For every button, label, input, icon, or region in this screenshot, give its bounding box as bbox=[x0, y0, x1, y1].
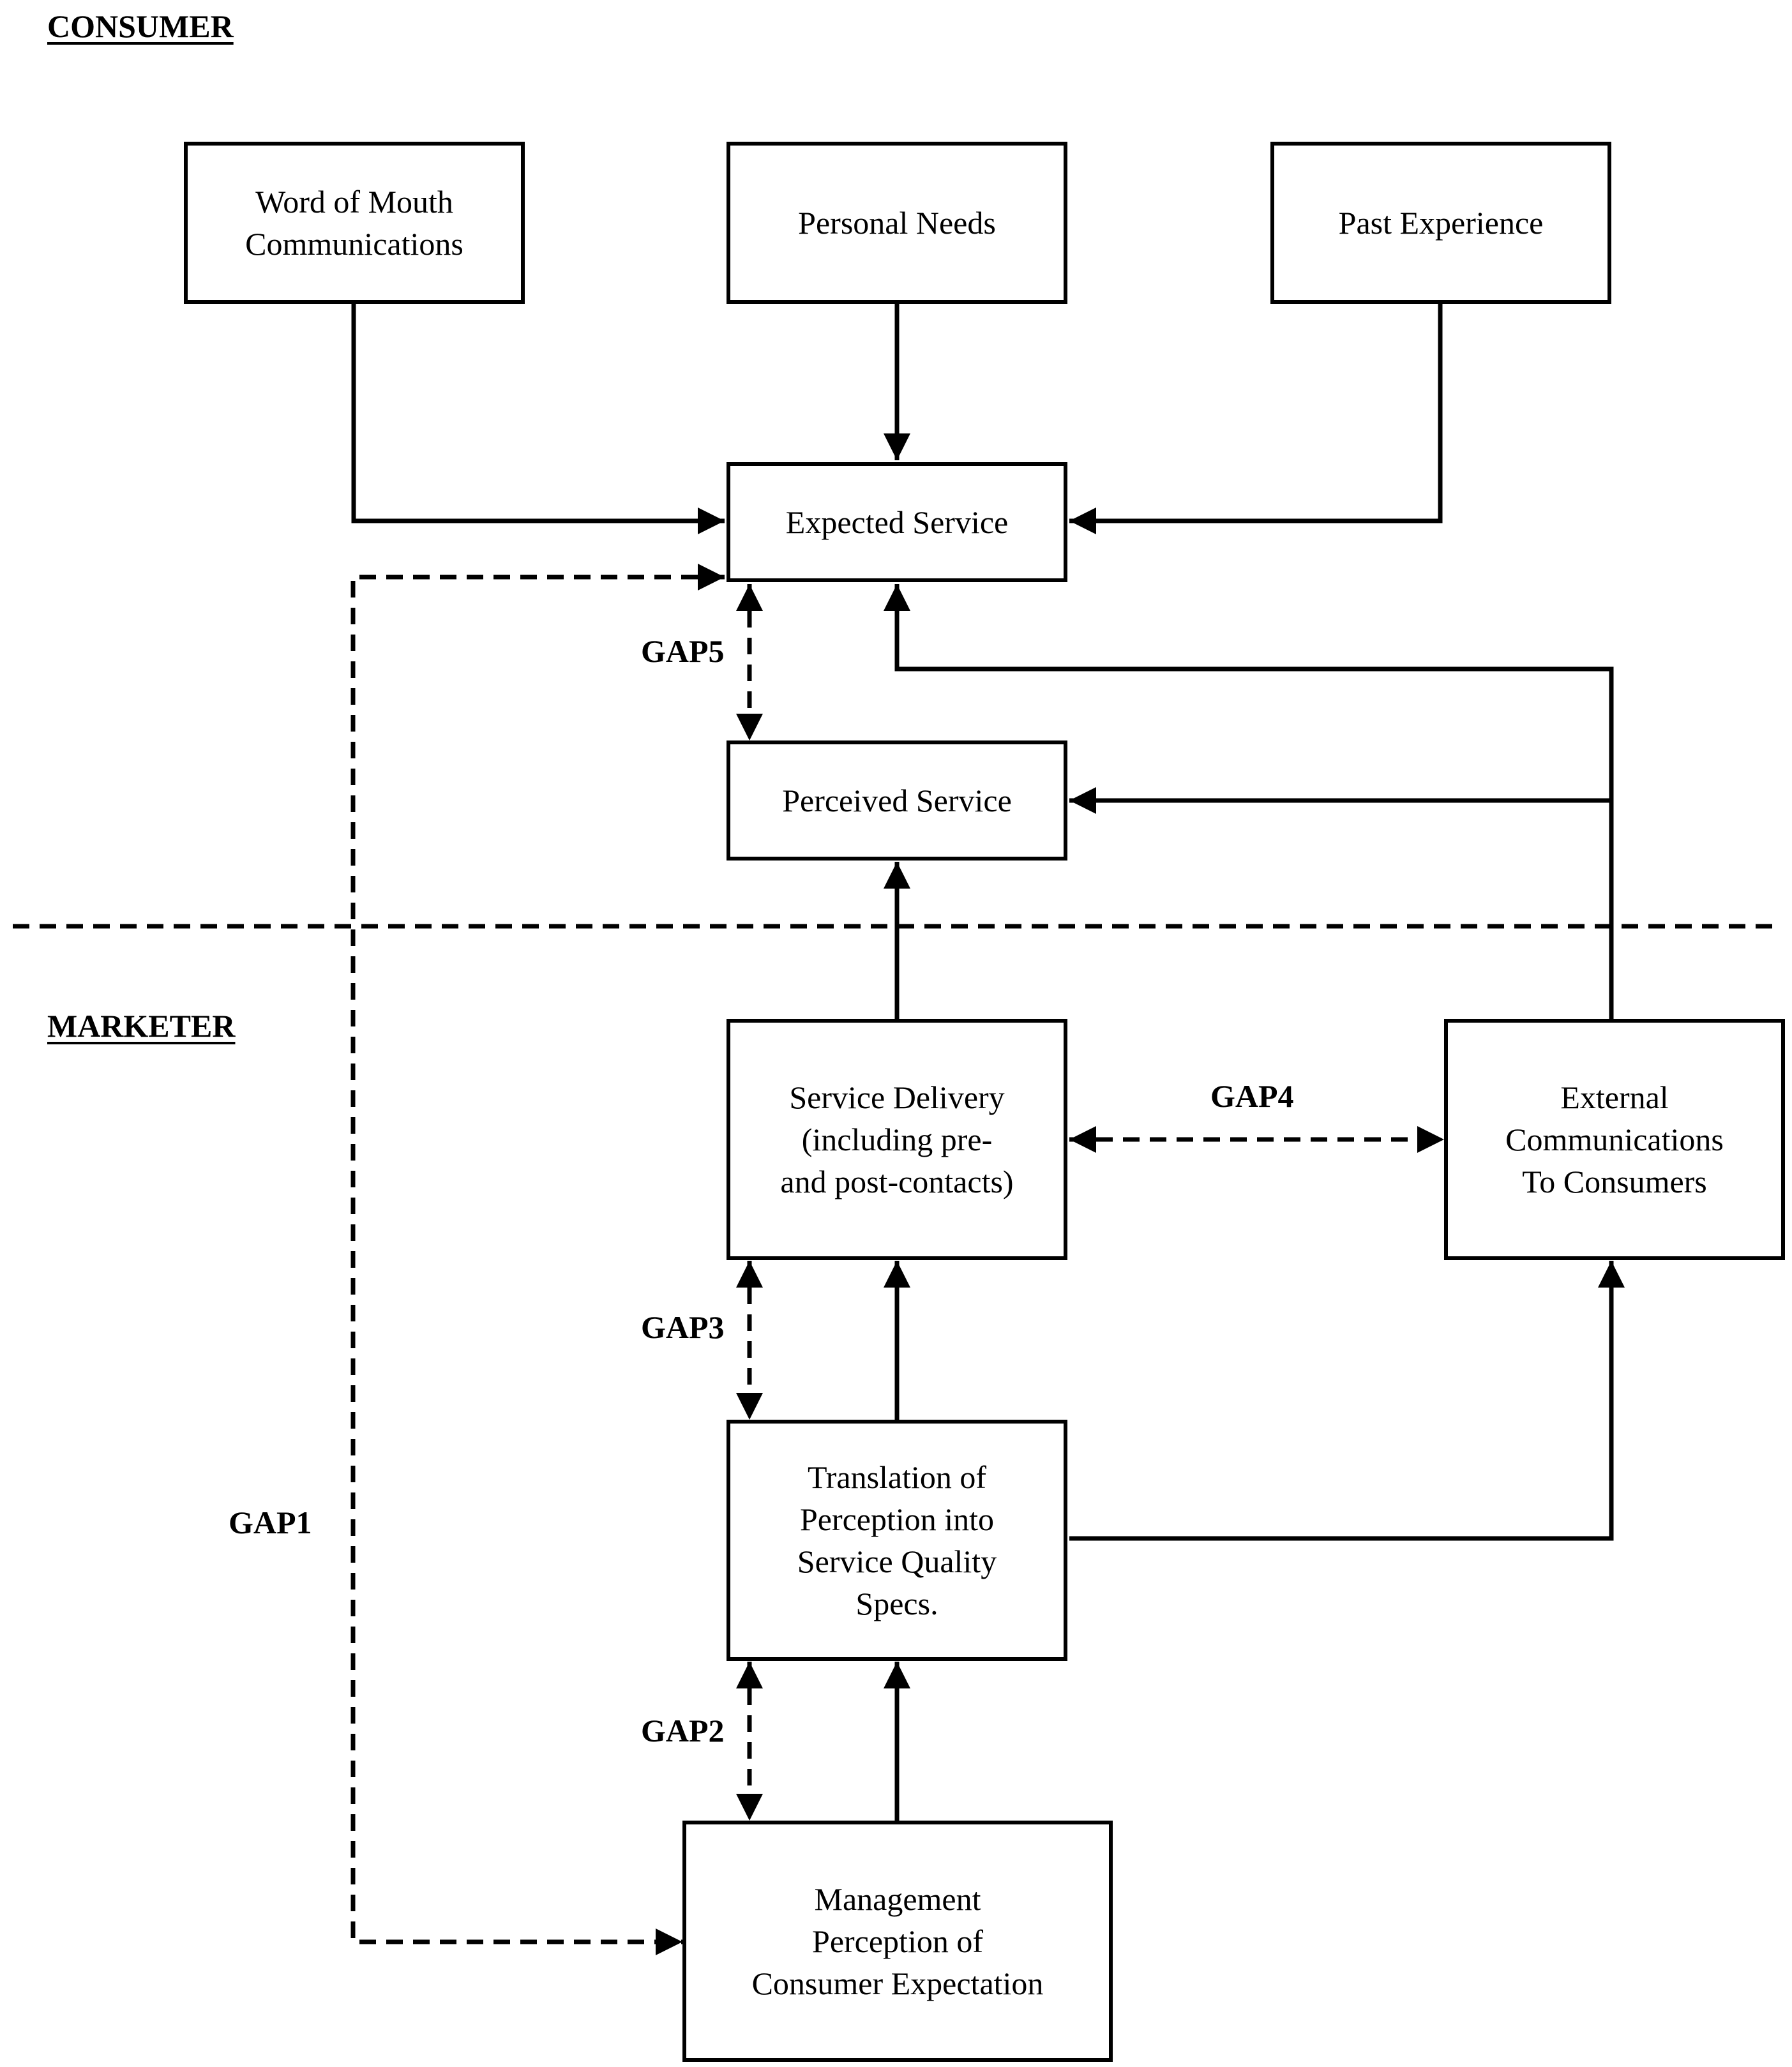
past-experience-box: Past Experience bbox=[1270, 142, 1611, 304]
gap3-label: GAP3 bbox=[641, 1309, 725, 1345]
management-perception-line-2: Perception of bbox=[812, 1923, 983, 1959]
translation-line-2: Perception into bbox=[799, 1501, 995, 1537]
gap2-label: GAP2 bbox=[641, 1713, 725, 1748]
personal-needs-line-1: Personal Needs bbox=[798, 205, 996, 241]
management-perception-line-3: Consumer Expectation bbox=[751, 1966, 1044, 2001]
personal-needs-box: Personal Needs bbox=[727, 142, 1067, 304]
service-delivery-line-3: and post-contacts) bbox=[780, 1164, 1014, 1199]
expected-service-line-1: Expected Service bbox=[785, 504, 1009, 540]
management-perception-box: Management Perception of Consumer Expect… bbox=[682, 1821, 1113, 2062]
arrow-word-of-mouth-to-expected-service bbox=[351, 304, 725, 534]
marketer-region-label: MARKETER bbox=[47, 1008, 236, 1044]
external-communications-line-1: External bbox=[1560, 1079, 1669, 1115]
arrow-external-communications-to-expected-service bbox=[884, 584, 1614, 1019]
translation-line-3: Service Quality bbox=[797, 1544, 997, 1579]
consumer-region-label: CONSUMER bbox=[47, 8, 234, 44]
external-communications-line-2: Communications bbox=[1505, 1122, 1724, 1157]
gap4-label: GAP4 bbox=[1210, 1078, 1294, 1114]
gap1-label: GAP1 bbox=[229, 1505, 312, 1540]
service-delivery-line-1: Service Delivery bbox=[789, 1079, 1005, 1115]
word-of-mouth-line-2: Communications bbox=[245, 226, 463, 262]
arrow-past-experience-to-expected-service bbox=[1069, 304, 1443, 534]
translation-line-4: Specs. bbox=[855, 1586, 938, 1621]
translation-line-1: Translation of bbox=[807, 1459, 987, 1495]
word-of-mouth-line-1: Word of Mouth bbox=[255, 184, 453, 220]
gap5-label: GAP5 bbox=[641, 633, 725, 669]
external-communications-line-3: To Consumers bbox=[1522, 1164, 1707, 1199]
perceived-service-line-1: Perceived Service bbox=[782, 783, 1012, 818]
past-experience-line-1: Past Experience bbox=[1338, 205, 1544, 241]
expected-service-box: Expected Service bbox=[727, 462, 1067, 582]
management-perception-line-1: Management bbox=[814, 1881, 981, 1917]
translation-box: Translation of Perception into Service Q… bbox=[727, 1420, 1067, 1661]
gap1-dashed-connector bbox=[350, 564, 725, 1955]
perceived-service-box: Perceived Service bbox=[727, 740, 1067, 861]
word-of-mouth-box: Word of Mouth Communications bbox=[184, 142, 525, 304]
arrow-translation-to-external-communications bbox=[1069, 1261, 1625, 1541]
external-communications-box: External Communications To Consumers bbox=[1444, 1019, 1785, 1260]
service-delivery-line-2: (including pre- bbox=[801, 1122, 993, 1157]
service-delivery-box: Service Delivery (including pre- and pos… bbox=[727, 1019, 1067, 1260]
